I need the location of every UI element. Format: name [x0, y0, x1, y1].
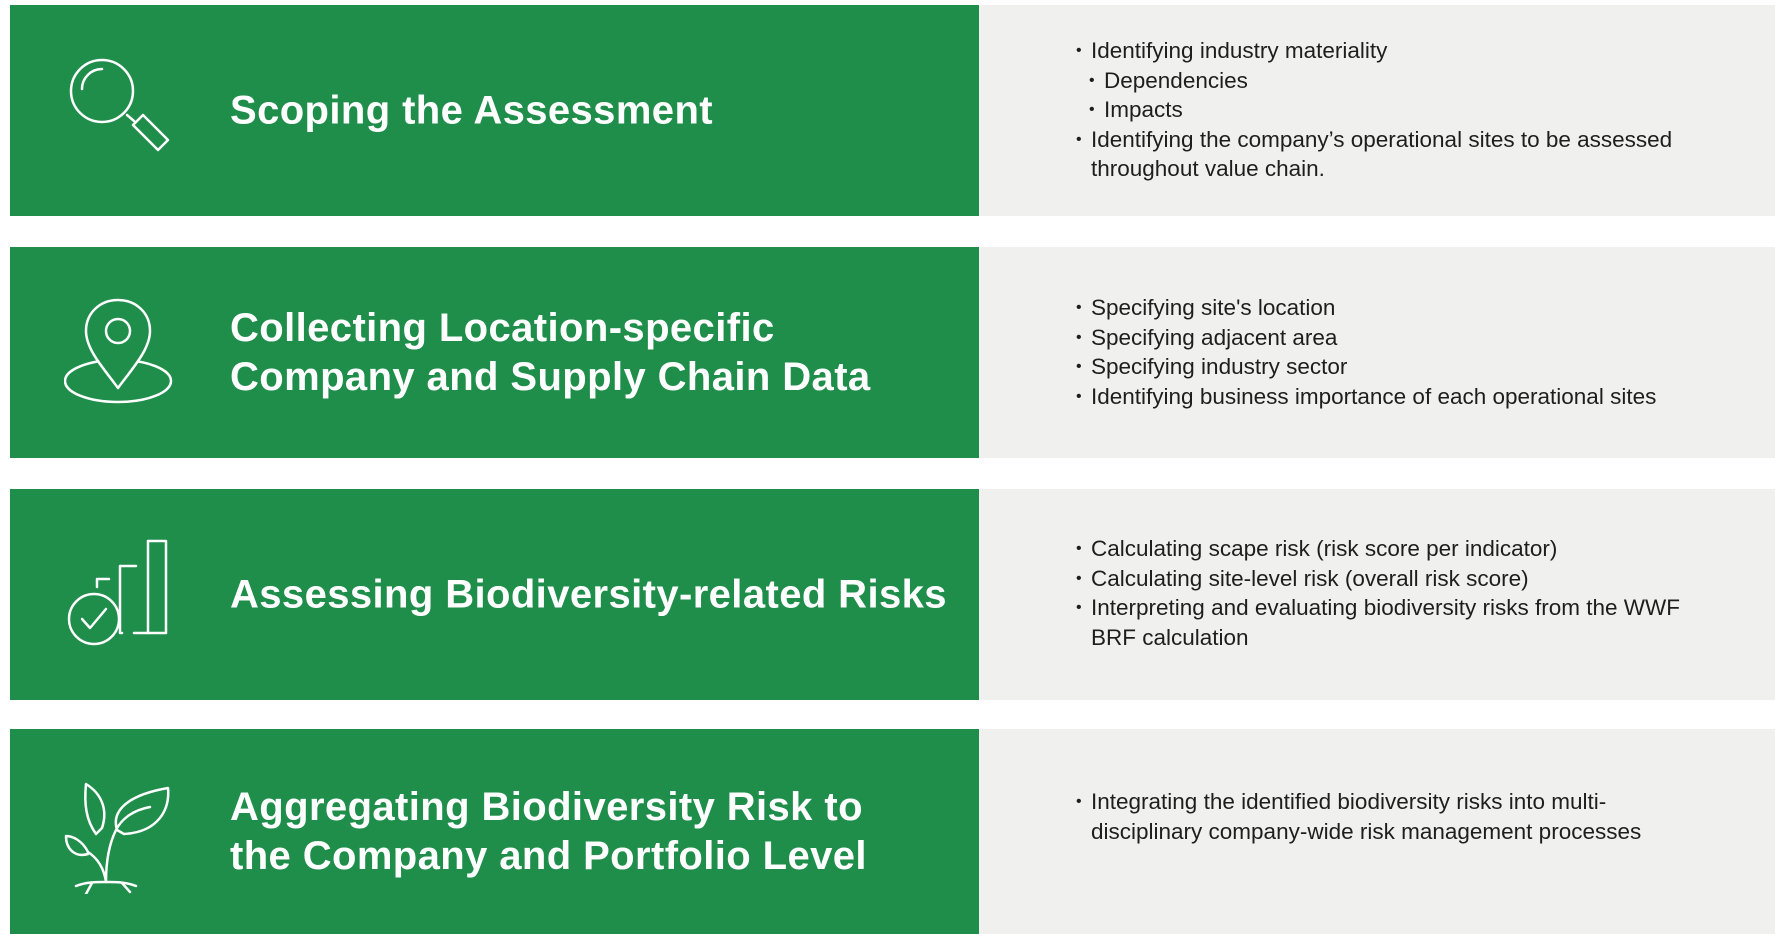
step-row-scoping: Scoping the Assessment Identifying indus… — [10, 5, 1775, 216]
step-detail-list: Specifying site's location Specifying ad… — [1076, 293, 1755, 411]
list-item: Calculating scape risk (risk score per i… — [1076, 534, 1755, 564]
step-title-panel: Collecting Location-specific Company and… — [10, 247, 979, 458]
magnifier-icon — [64, 54, 176, 166]
step-title-line: Company and Supply Chain Data — [230, 354, 871, 399]
step-title: Scoping the Assessment — [230, 86, 959, 135]
list-item: Dependencies — [1076, 66, 1755, 96]
step-title-line: the Company and Portfolio Level — [230, 833, 867, 878]
risk-chart-check-icon — [64, 539, 176, 651]
step-row-aggregating: Aggregating Biodiversity Risk to the Com… — [10, 729, 1775, 934]
list-item: Identifying industry materiality — [1076, 36, 1755, 66]
list-item: Integrating the identified biodiversity … — [1076, 787, 1681, 846]
step-title-line: Scoping the Assessment — [230, 88, 713, 132]
list-item: Identifying the company’s operational si… — [1076, 125, 1751, 184]
step-detail-list: Identifying industry materiality Depende… — [1076, 36, 1755, 184]
list-item: Specifying adjacent area — [1076, 323, 1755, 353]
list-item: Impacts — [1076, 95, 1755, 125]
list-item: Calculating site-level risk (overall ris… — [1076, 564, 1755, 594]
step-title-panel: Scoping the Assessment — [10, 5, 979, 216]
step-title-line: Assessing Biodiversity-related Risks — [230, 572, 947, 616]
step-title: Collecting Location-specific Company and… — [230, 304, 959, 402]
step-title-panel: Assessing Biodiversity-related Risks — [10, 489, 979, 700]
step-title: Aggregating Biodiversity Risk to the Com… — [230, 783, 959, 881]
list-item: Interpreting and evaluating biodiversity… — [1076, 593, 1701, 652]
location-pin-icon — [64, 297, 176, 409]
step-row-assessing: Assessing Biodiversity-related Risks Cal… — [10, 489, 1775, 700]
plant-sprout-icon — [64, 782, 176, 894]
list-item: Identifying business importance of each … — [1076, 382, 1755, 412]
step-detail-list: Calculating scape risk (risk score per i… — [1076, 534, 1755, 652]
step-title-line: Collecting Location-specific — [230, 305, 775, 350]
list-item: Specifying site's location — [1076, 293, 1755, 323]
step-row-collecting: Collecting Location-specific Company and… — [10, 247, 1775, 458]
step-title-panel: Aggregating Biodiversity Risk to the Com… — [10, 729, 979, 934]
step-detail-list: Integrating the identified biodiversity … — [1076, 787, 1755, 846]
step-title-line: Aggregating Biodiversity Risk to — [230, 784, 863, 829]
list-item: Specifying industry sector — [1076, 352, 1755, 382]
step-title: Assessing Biodiversity-related Risks — [230, 570, 959, 619]
